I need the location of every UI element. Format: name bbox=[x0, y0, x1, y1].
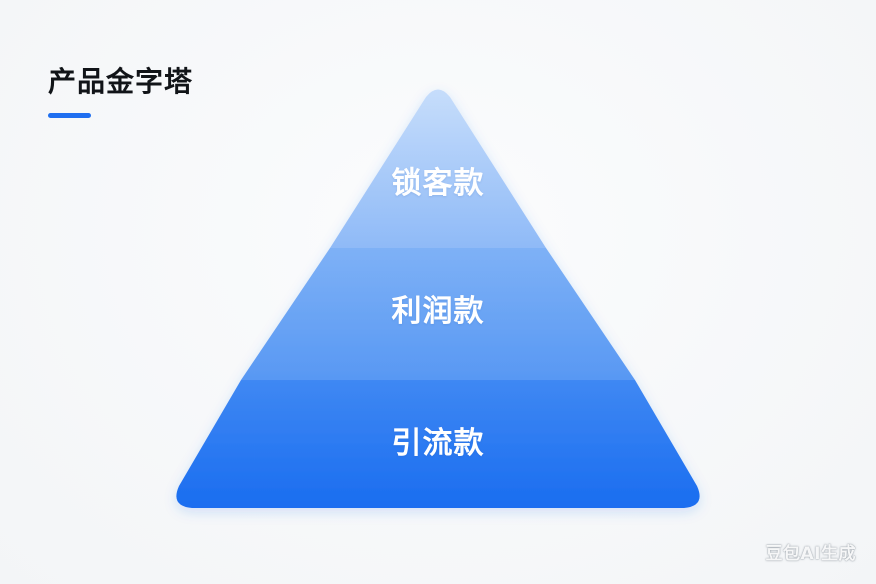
pyramid-tier-middle bbox=[241, 248, 635, 380]
tier-label-middle: 利润款 bbox=[391, 294, 485, 329]
pyramid-tier-top bbox=[330, 89, 546, 248]
title-underline bbox=[48, 113, 91, 118]
tier-label-bottom: 引流款 bbox=[391, 426, 485, 461]
page-title: 产品金字塔 bbox=[48, 65, 194, 98]
pyramid-tier-bottom bbox=[176, 380, 700, 508]
watermark: 豆包AI生成 bbox=[765, 544, 856, 564]
tier-label-top: 锁客款 bbox=[391, 166, 485, 201]
